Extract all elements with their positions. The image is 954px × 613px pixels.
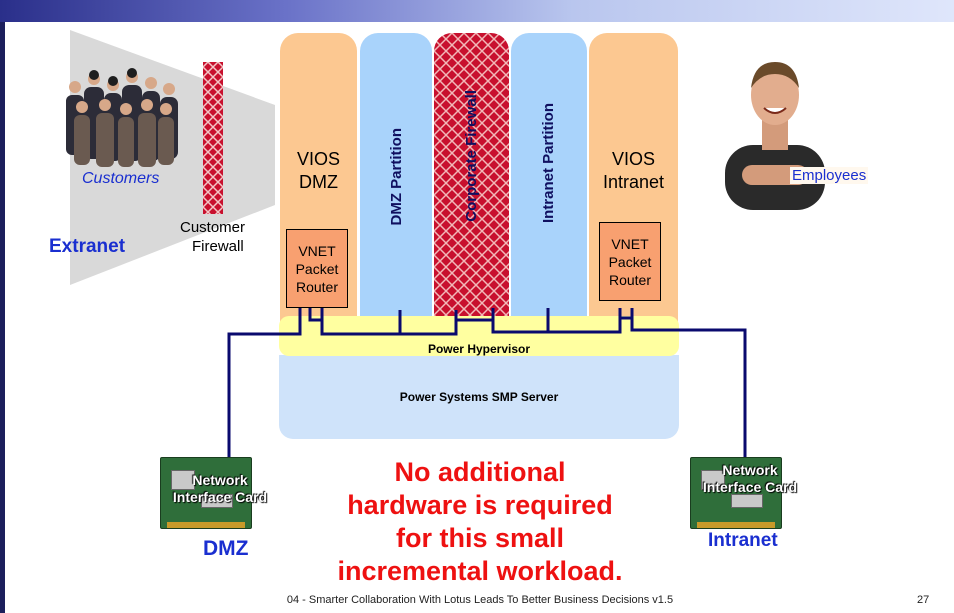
nic-dmz-line2: Interface Card xyxy=(172,489,268,505)
nic-card-intranet xyxy=(690,457,782,529)
hypervisor-label: Power Hypervisor xyxy=(427,342,531,356)
power-hypervisor xyxy=(279,316,679,356)
message-line2: hardware is required xyxy=(347,490,613,520)
vios-intranet-label-line2: Intranet xyxy=(602,172,665,192)
intranet-bottom-label: Intranet xyxy=(708,530,778,551)
vnet-dmz-line2: Packet xyxy=(295,260,339,277)
nic-intranet-line2: Interface Card xyxy=(702,479,798,495)
employees-label: Employees xyxy=(790,167,869,184)
nic-card-dmz xyxy=(160,457,252,529)
customers-label: Customers xyxy=(82,170,160,187)
dmz-partition-column xyxy=(360,33,432,323)
message-line1: No additional xyxy=(394,457,566,487)
title-bar xyxy=(0,0,954,22)
vios-dmz-label-line2: DMZ xyxy=(299,172,338,192)
corporate-firewall-column xyxy=(434,33,509,323)
message-line3: for this small xyxy=(395,523,565,553)
customer-firewall-label-line1: Customer xyxy=(180,219,246,236)
customers-crowd-image xyxy=(66,68,178,167)
vnet-intranet-line1: VNET xyxy=(611,235,649,252)
vnet-intranet-line3: Router xyxy=(608,271,652,288)
customer-firewall xyxy=(203,62,223,214)
extranet-label: Extranet xyxy=(49,236,126,257)
vnet-intranet-line2: Packet xyxy=(608,253,652,270)
vnet-packet-router-dmz: VNET Packet Router xyxy=(286,229,348,308)
footer-text: 04 - Smarter Collaboration With Lotus Le… xyxy=(286,594,674,606)
vios-intranet-label-line1: VIOS xyxy=(611,149,655,169)
message-line4: incremental workload. xyxy=(337,556,623,586)
vios-dmz-label-line1: VIOS xyxy=(296,149,340,169)
vnet-dmz-line3: Router xyxy=(295,278,339,295)
vnet-dmz-line1: VNET xyxy=(298,242,336,259)
server-label: Power Systems SMP Server xyxy=(399,390,559,404)
intranet-partition-column xyxy=(511,33,587,323)
nic-dmz-line1: Network xyxy=(192,472,248,488)
vnet-packet-router-intranet: VNET Packet Router xyxy=(599,222,661,301)
page-number: 27 xyxy=(917,594,930,606)
power-systems-server: Power Systems SMP Server xyxy=(279,355,679,439)
nic-intranet-line1: Network xyxy=(722,462,778,478)
left-frame-bar xyxy=(0,22,5,613)
employee-photo xyxy=(725,62,825,210)
dmz-bottom-label: DMZ xyxy=(203,537,249,560)
no-additional-hardware-message: No additional hardware is required for t… xyxy=(300,456,660,588)
customer-firewall-label-line2: Firewall xyxy=(192,238,244,255)
